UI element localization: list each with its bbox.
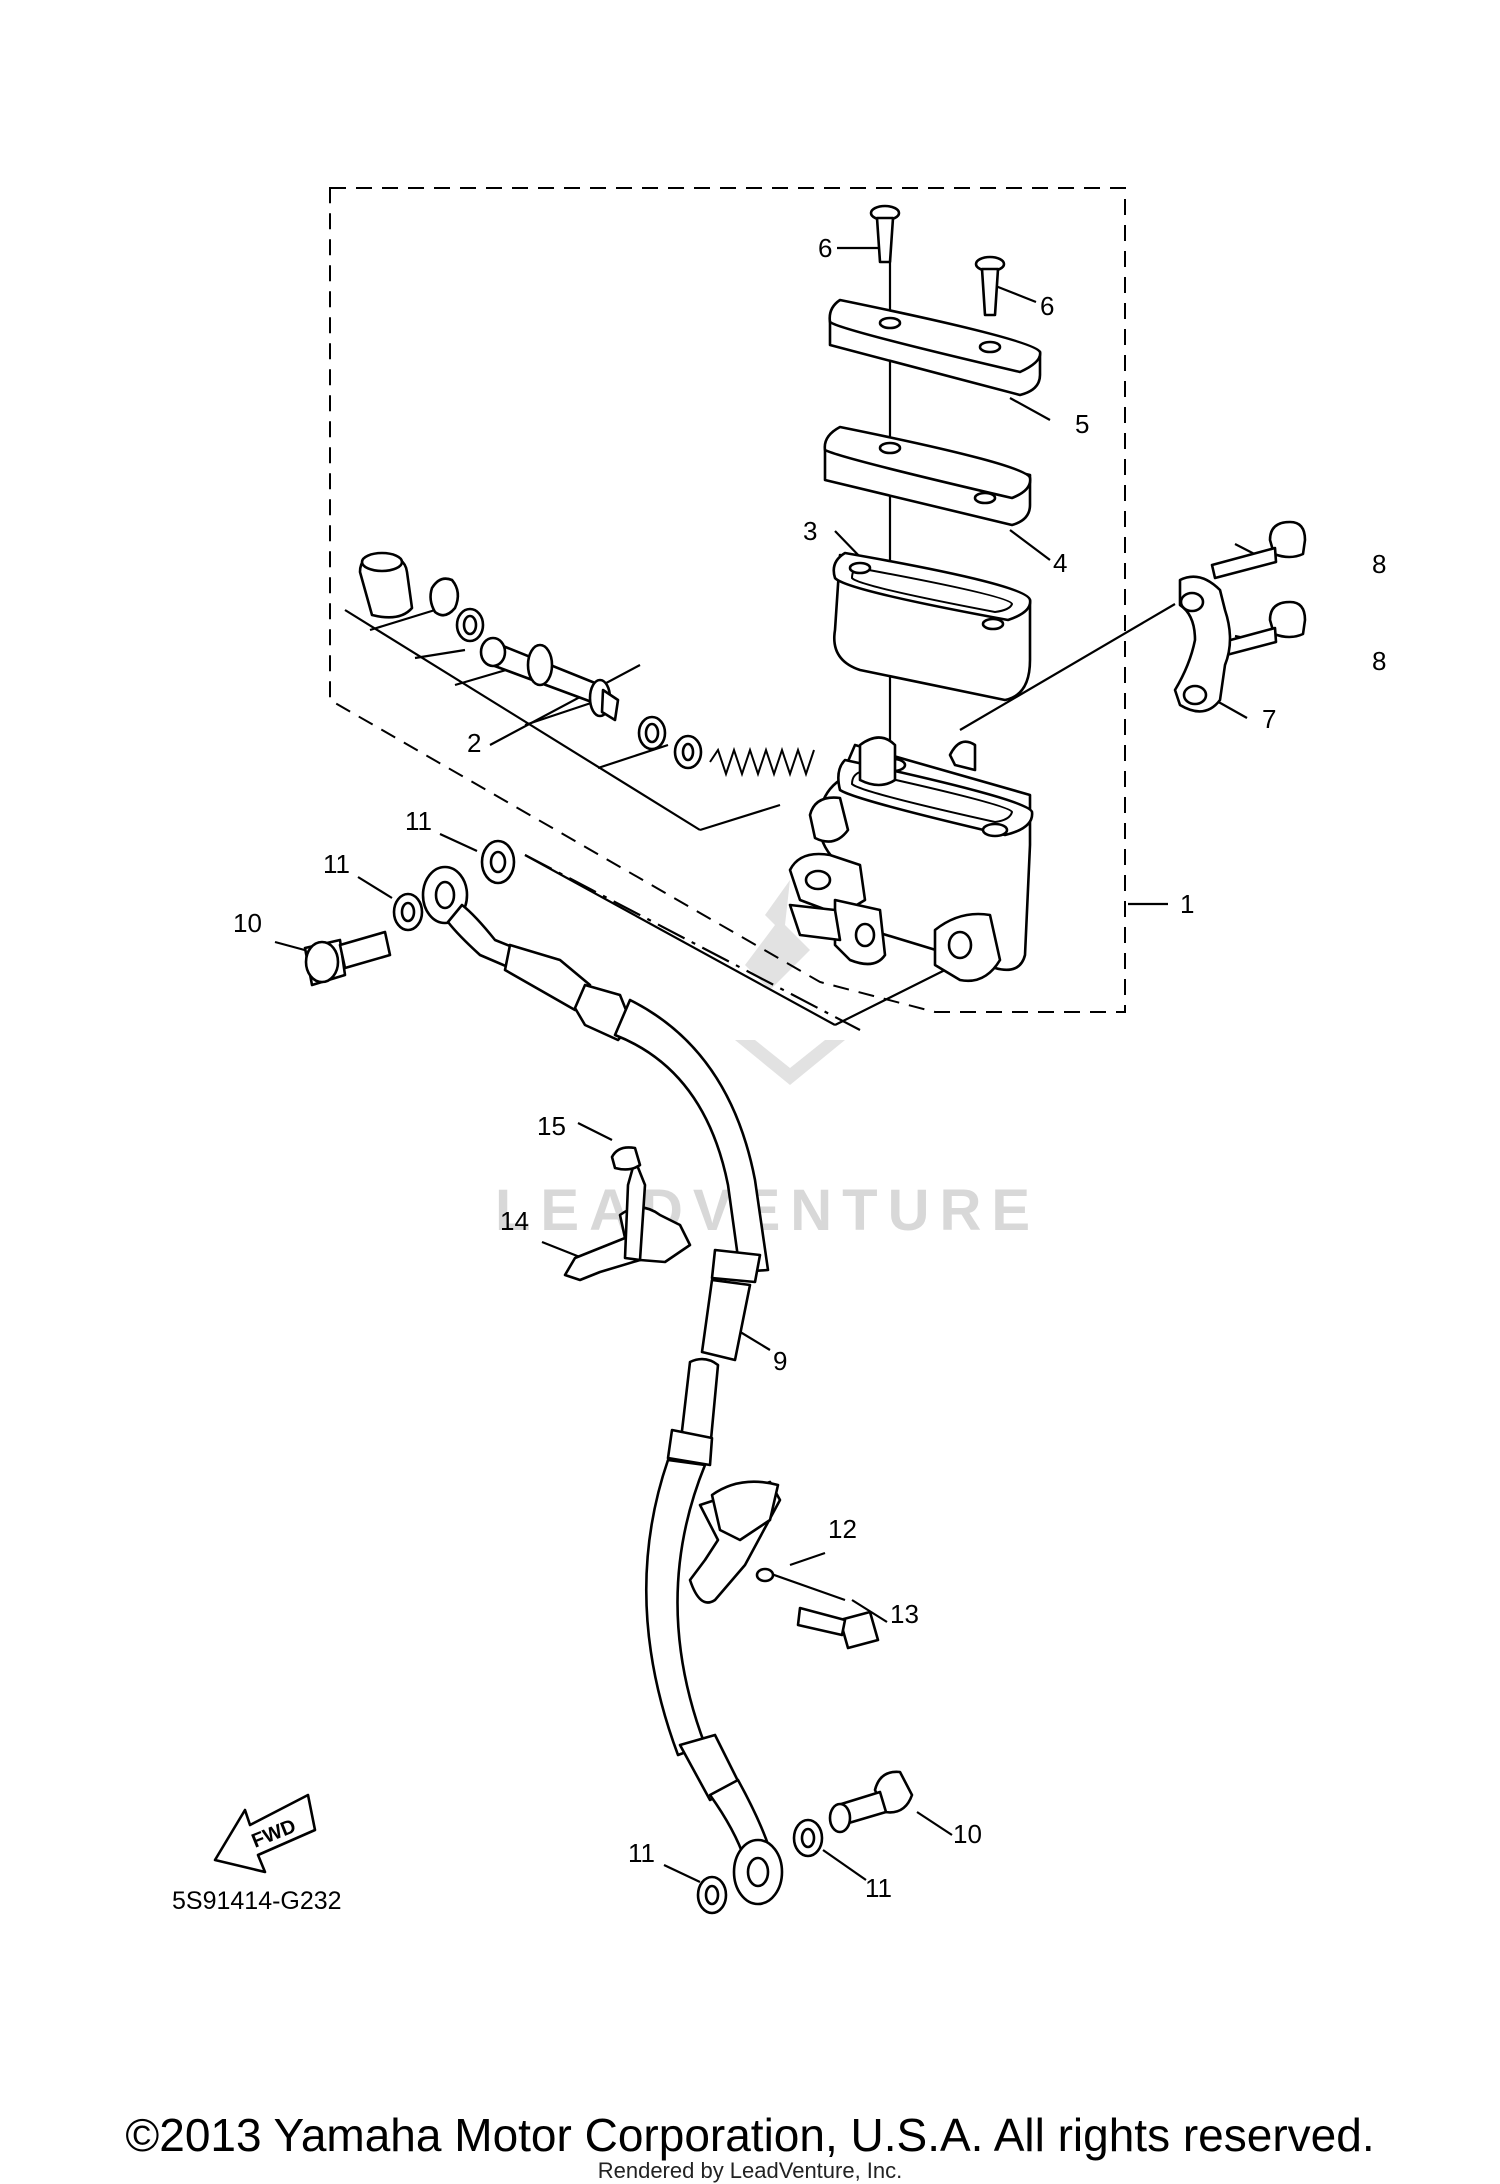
handlebar-clamp xyxy=(1173,575,1232,713)
watermark-text: LEADVENTURE xyxy=(495,1178,1040,1243)
callout-1: 1 xyxy=(1180,889,1194,919)
cup xyxy=(673,734,703,770)
rendered-by-credit: Rendered by LeadVenture, Inc. xyxy=(597,2158,903,2183)
washer-small xyxy=(455,607,485,643)
callout-5: 5 xyxy=(1075,409,1089,439)
bracket-bolt xyxy=(610,1146,642,1171)
crush-washer-upper-right xyxy=(480,839,516,885)
callout-11-upper-left: 11 xyxy=(323,849,350,879)
crush-washer-upper-left xyxy=(392,892,424,932)
callout-11-lower-right: 11 xyxy=(865,1873,892,1903)
spring xyxy=(709,746,815,778)
piston-boot xyxy=(358,551,414,619)
diaphragm xyxy=(832,551,1032,702)
callout-9: 9 xyxy=(773,1346,787,1376)
clamp-bolt-upper xyxy=(1210,520,1307,580)
callout-10-lower: 10 xyxy=(953,1819,982,1849)
callout-6-right: 6 xyxy=(1040,291,1054,321)
forward-arrow-icon: FWD xyxy=(213,1793,317,1874)
callout-14: 14 xyxy=(500,1206,529,1236)
callout-12: 12 xyxy=(828,1514,857,1544)
assembly-outline xyxy=(329,187,1126,1013)
master-cylinder-body xyxy=(788,736,1034,983)
callout-4: 4 xyxy=(1053,548,1067,578)
callout-6-left: 6 xyxy=(818,233,832,263)
callout-labels: 1 2 3 4 5 6 6 7 8 8 9 10 10 11 11 11 11 … xyxy=(233,233,1386,1903)
brake-hose xyxy=(421,865,784,1906)
crush-washer-lower-left xyxy=(696,1875,728,1915)
callout-2: 2 xyxy=(467,728,481,758)
callout-13: 13 xyxy=(890,1599,919,1629)
callout-11-lower-left: 11 xyxy=(628,1838,655,1868)
reservoir-cap xyxy=(828,298,1042,397)
callout-8-lower: 8 xyxy=(1372,646,1386,676)
hose-clip xyxy=(688,1480,782,1604)
piston-seal xyxy=(637,715,667,751)
diaphragm-plate xyxy=(823,425,1032,527)
callout-3: 3 xyxy=(803,516,817,546)
clip-bolt xyxy=(796,1606,880,1650)
cover-screw-left xyxy=(869,204,901,264)
cover-screw-right xyxy=(974,255,1006,317)
banjo-bolt-upper xyxy=(303,930,392,987)
circlip xyxy=(429,577,460,617)
copyright-notice: ©2013 Yamaha Motor Corporation, U.S.A. A… xyxy=(125,2109,1375,2161)
hose-bracket-upper xyxy=(563,1158,692,1282)
callout-7: 7 xyxy=(1262,704,1276,734)
callout-11-upper-right: 11 xyxy=(405,806,432,836)
banjo-bolt-lower xyxy=(828,1770,914,1834)
crush-washer-lower-right xyxy=(792,1818,824,1858)
callout-8-upper: 8 xyxy=(1372,549,1386,579)
callout-15: 15 xyxy=(537,1111,566,1141)
diagram-reference-code: 5S91414-G232 xyxy=(172,1887,342,1915)
callout-10-upper: 10 xyxy=(233,908,262,938)
piston xyxy=(479,636,620,722)
